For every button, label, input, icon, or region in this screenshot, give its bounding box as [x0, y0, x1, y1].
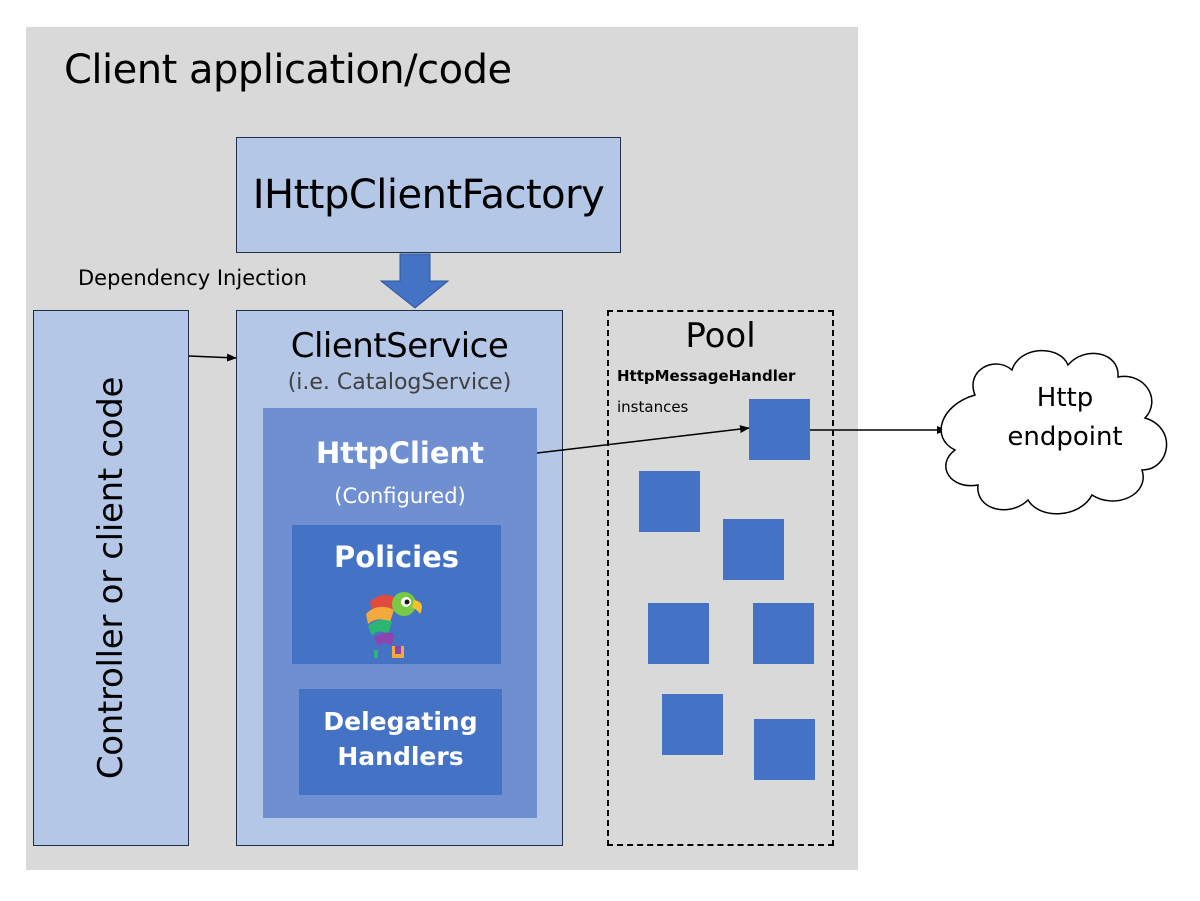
handler-instance	[648, 603, 709, 664]
delegating-label-line2: Handlers	[337, 742, 464, 771]
delegating-handlers-box	[299, 689, 502, 795]
handler-instance	[749, 399, 810, 460]
client-service-title: ClientService	[290, 326, 509, 366]
controller-box: Controller or client code	[33, 310, 189, 846]
pool-box	[607, 310, 834, 846]
handler-instance	[723, 519, 784, 580]
ihttpclientfactory-box: IHttpClientFactory	[236, 137, 621, 253]
pool-title: Pool	[685, 316, 756, 356]
dependency-injection-arrow	[379, 253, 450, 309]
diagram-title: Client application/code	[64, 47, 512, 93]
http-endpoint-label: Http endpoint	[985, 379, 1145, 457]
endpoint-label-line2: endpoint	[1007, 422, 1123, 452]
client-service-subtitle: (i.e. CatalogService)	[287, 370, 512, 395]
pool-instances-label: instances	[617, 398, 689, 416]
pool-handler-label: HttpMessageHandler	[617, 367, 796, 385]
dependency-injection-label: Dependency Injection	[78, 266, 307, 290]
delegating-label-line1: Delegating	[323, 707, 478, 736]
handler-instance	[662, 694, 723, 755]
controller-to-service-arrow	[188, 353, 237, 362]
http-client-title: HttpClient	[315, 436, 485, 470]
policies-box	[292, 525, 501, 664]
handler-instance	[754, 719, 815, 780]
httpclient-to-handler-arrow	[536, 425, 750, 454]
handler-instance	[753, 603, 814, 664]
http-client-subtitle: (Configured)	[334, 484, 466, 508]
endpoint-label-line1: Http	[1036, 383, 1094, 413]
policies-label: Policies	[333, 540, 460, 574]
polly-parrot-icon	[366, 592, 422, 658]
ihttpclientfactory-label: IHttpClientFactory	[252, 172, 605, 218]
handler-instance	[639, 471, 700, 532]
delegating-handlers-label: Delegating Handlers	[299, 704, 502, 774]
http-endpoint-cloud	[940, 349, 1168, 515]
